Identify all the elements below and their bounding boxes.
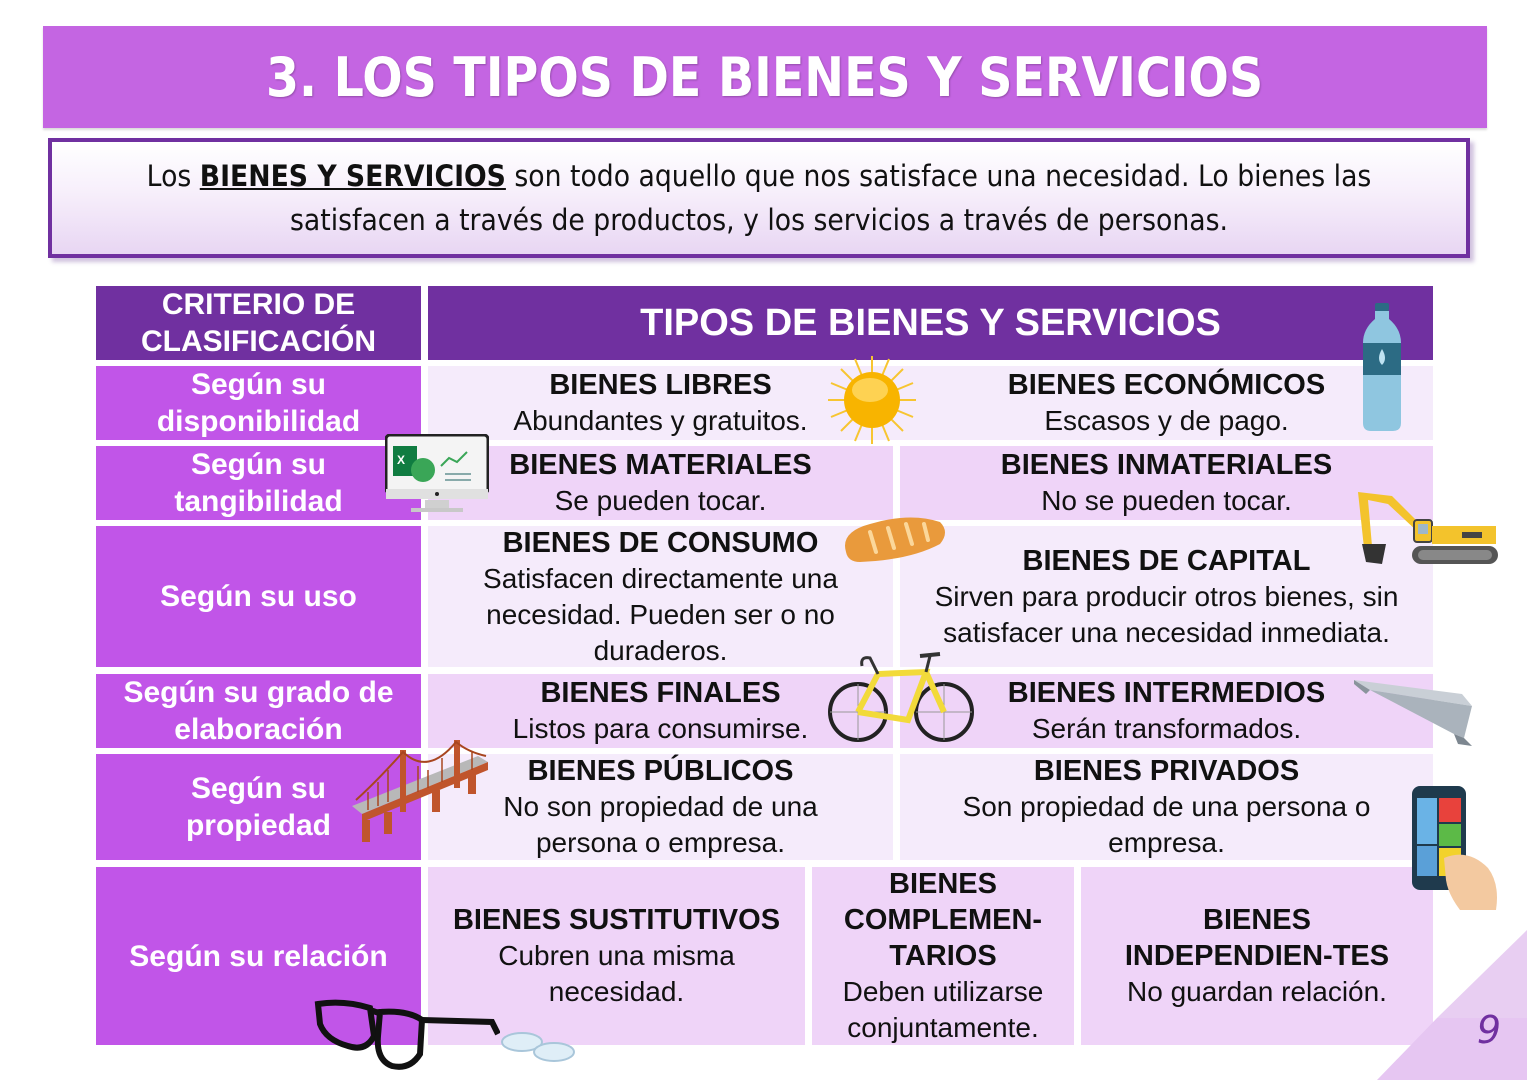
type-desc: Serán transformados. xyxy=(1031,713,1302,744)
page-corner-decoration xyxy=(1377,930,1527,1080)
type-bienes-privados: BIENES PRIVADOS Son propiedad de una per… xyxy=(900,754,1433,860)
computer-software-icon: X xyxy=(385,434,489,512)
criterion-label: Según su disponibilidad xyxy=(156,368,361,438)
definition-text: Los BIENES Y SERVICIOS son todo aquello … xyxy=(145,154,1372,242)
page-title: 3. LOS TIPOS DE BIENES Y SERVICIOS xyxy=(266,45,1264,109)
type-title: BIENES SUSTITUTIVOS xyxy=(452,904,781,936)
criterion-label: Según su tangibilidad xyxy=(174,448,343,518)
row-disponibilidad xyxy=(428,366,1433,440)
type-bienes-publicos: BIENES PÚBLICOS No son propiedad de una … xyxy=(428,754,893,860)
type-title: BIENES INMATERIALES xyxy=(1000,449,1333,481)
type-title: BIENES INTERMEDIOS xyxy=(1007,677,1326,709)
type-bienes-complementarios: BIENES COMPLEMEN-TARIOS Deben utilizarse… xyxy=(812,867,1074,1045)
type-bienes-inmateriales: BIENES INMATERIALES No se pueden tocar. xyxy=(900,446,1433,520)
type-desc: No guardan relación. xyxy=(1127,976,1387,1007)
smartphone-icon xyxy=(1412,786,1497,910)
type-desc: No se pueden tocar. xyxy=(1041,485,1292,516)
type-desc: Son propiedad de una persona o empresa. xyxy=(962,791,1371,858)
type-title: BIENES ECONÓMICOS xyxy=(1007,369,1326,401)
type-bienes-consumo: BIENES DE CONSUMO Satisfacen directament… xyxy=(428,526,893,667)
criterion-label: Según su propiedad xyxy=(185,772,331,842)
type-bienes-independientes: BIENES INDEPENDIEN-TES No guardan relaci… xyxy=(1081,867,1433,1045)
definition-emphasis: BIENES Y SERVICIOS xyxy=(199,159,506,193)
type-desc: Listos para consumirse. xyxy=(512,713,809,744)
criterion-label: Según su relación xyxy=(129,939,388,973)
type-desc: No son propiedad de una persona o empres… xyxy=(503,791,818,858)
type-desc: Cubren una misma necesidad. xyxy=(498,940,735,1007)
type-title: BIENES MATERIALES xyxy=(509,449,812,481)
sun-icon xyxy=(828,356,916,444)
type-title: BIENES LIBRES xyxy=(549,369,772,401)
type-bienes-sustitutivos: BIENES SUSTITUTIVOS Cubren una misma nec… xyxy=(428,867,805,1045)
svg-text:X: X xyxy=(397,453,405,467)
type-bienes-libres: BIENES LIBRES Abundantes y gratuitos. xyxy=(428,366,893,440)
type-desc: Escasos y de pago. xyxy=(1044,405,1289,436)
type-title: BIENES DE CONSUMO xyxy=(502,526,819,559)
water-bottle-icon xyxy=(1363,303,1401,431)
definition-prefix: Los xyxy=(146,159,200,193)
header-criteria: CRITERIO DE CLASIFICACIÓN xyxy=(96,286,421,360)
type-desc: Satisfacen directamente una necesidad. P… xyxy=(483,562,838,666)
type-bienes-economicos: BIENES ECONÓMICOS Escasos y de pago. xyxy=(900,366,1433,440)
bicycle-icon xyxy=(828,652,974,742)
page-number: 9 xyxy=(1476,1008,1501,1052)
type-title: BIENES INDEPENDIEN-TES xyxy=(1124,904,1390,972)
type-title: BIENES FINALES xyxy=(540,677,781,709)
type-title: BIENES DE CAPITAL xyxy=(1022,544,1311,577)
criterion-relacion: Según su relación xyxy=(96,867,421,1045)
criterion-elaboracion: Según su grado de elaboración xyxy=(96,674,421,748)
definition-rest: son todo aquello que nos satisface una n… xyxy=(290,159,1372,237)
contact-lenses-icon xyxy=(501,1032,575,1062)
criterion-uso: Según su uso xyxy=(96,526,421,667)
type-desc: Deben utilizarse conjuntamente. xyxy=(842,976,1044,1043)
type-title: BIENES COMPLEMEN-TARIOS xyxy=(843,868,1043,972)
glasses-icon xyxy=(314,999,500,1070)
header-types: TIPOS DE BIENES Y SERVICIOS xyxy=(428,286,1433,360)
title-banner: 3. LOS TIPOS DE BIENES Y SERVICIOS xyxy=(43,26,1487,128)
type-title: BIENES PÚBLICOS xyxy=(527,755,794,787)
definition-box: Los BIENES Y SERVICIOS son todo aquello … xyxy=(48,138,1470,258)
type-desc: Sirven para producir otros bienes, sin s… xyxy=(934,580,1399,648)
type-desc: Abundantes y gratuitos. xyxy=(513,405,808,436)
type-bienes-materiales: BIENES MATERIALES Se pueden tocar. xyxy=(428,446,893,520)
criterion-disponibilidad: Según su disponibilidad xyxy=(96,366,421,440)
type-desc: Se pueden tocar. xyxy=(554,485,767,516)
criterion-label: Según su grado de elaboración xyxy=(123,676,394,746)
type-bienes-capital: BIENES DE CAPITAL Sirven para producir o… xyxy=(900,526,1433,667)
type-bienes-finales: BIENES FINALES Listos para consumirse. xyxy=(428,674,893,748)
criterion-tangibilidad: Según su tangibilidad xyxy=(96,446,421,520)
header-types-label: TIPOS DE BIENES Y SERVICIOS xyxy=(640,301,1221,344)
bridge-icon xyxy=(352,740,488,842)
criterion-label: Según su uso xyxy=(160,580,357,613)
steel-beam-icon xyxy=(1354,680,1472,746)
type-title: BIENES PRIVADOS xyxy=(1033,755,1300,787)
bread-icon xyxy=(845,517,945,562)
header-criteria-label: CRITERIO DE CLASIFICACIÓN xyxy=(141,288,376,358)
type-bienes-intermedios: BIENES INTERMEDIOS Serán transformados. xyxy=(900,674,1433,748)
excavator-icon xyxy=(1358,492,1498,564)
